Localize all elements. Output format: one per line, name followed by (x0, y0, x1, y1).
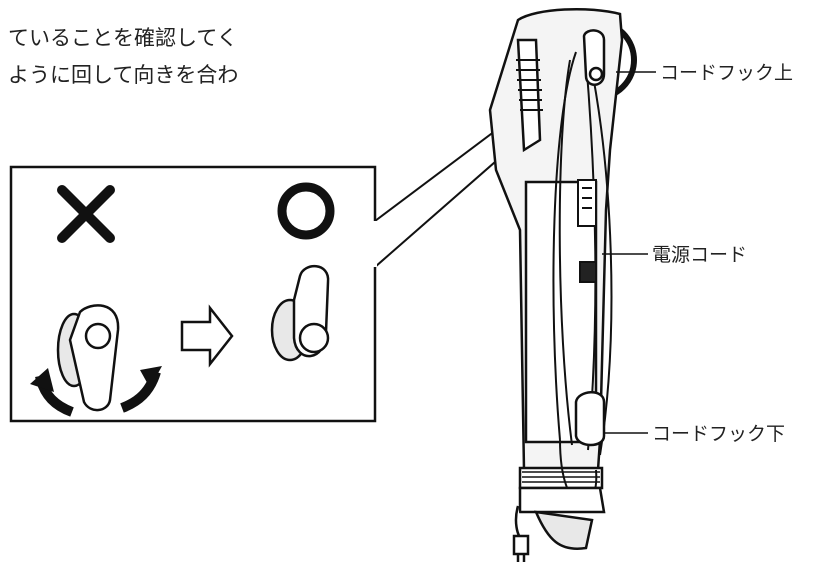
power-plug-icon (512, 505, 530, 562)
bottom-coil (522, 471, 600, 483)
cord-plug-detail (577, 179, 597, 283)
intro-line-2: ように回して向きを合わ (8, 63, 238, 87)
hollow-right-arrow-icon (180, 304, 234, 368)
hook-wrong-orientation (56, 304, 120, 412)
cord-hook-lower (574, 391, 606, 447)
hook-correct-orientation (270, 265, 330, 362)
callout-leaders (602, 71, 656, 434)
callout-hook-lower: コードフック下 (652, 423, 785, 445)
wrong-mark-icon (57, 185, 115, 243)
cord-hook-upper (582, 29, 606, 86)
correct-mark-icon (277, 182, 335, 240)
rotate-arrows-icon (30, 366, 162, 417)
floor-nozzle (518, 486, 606, 550)
intro-line-1: ていることを確認してく (8, 26, 238, 50)
callout-hook-upper: コードフック上 (660, 62, 793, 84)
vent-grille (516, 59, 543, 111)
callout-power-cord: 電源コード (652, 244, 747, 266)
